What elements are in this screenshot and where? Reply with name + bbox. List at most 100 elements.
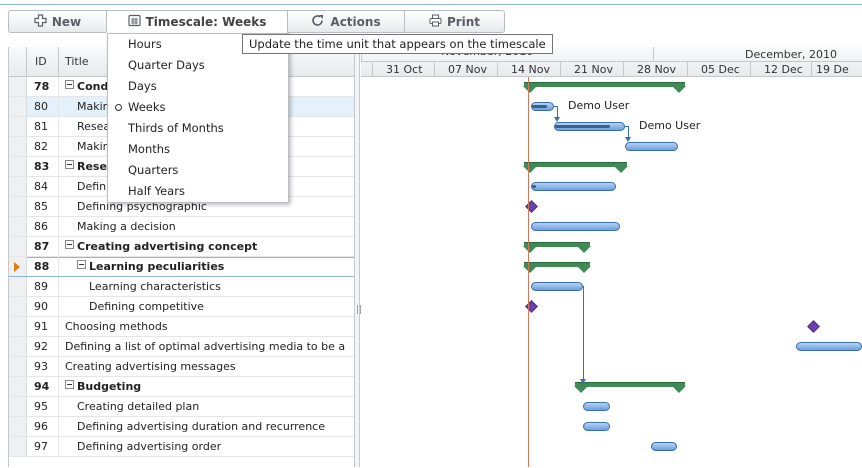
title-cell[interactable]: Defining a list of optimal advertising m… [65,340,345,353]
row-indicator[interactable] [9,197,27,216]
row-indicator[interactable] [9,237,27,256]
column-header-id[interactable]: ID [35,55,47,68]
row-indicator[interactable] [9,297,27,316]
milestone-marker[interactable] [807,320,820,333]
timescale-button[interactable]: Timescale: Weeks [106,10,287,33]
row-title: Defining psychographic [77,200,207,213]
summary-bar[interactable] [523,82,686,93]
dependency-link [625,126,629,127]
print-button[interactable]: Print [404,10,505,33]
timescale-option-half-years[interactable]: Half Years [128,184,185,198]
timescale-option-hours[interactable]: Hours [128,37,162,51]
row-indicator[interactable] [9,397,27,416]
dependency-arrow-icon [554,117,560,122]
timescale-option-days[interactable]: Days [128,79,157,93]
task-progress [532,105,547,108]
refresh-icon [311,14,325,30]
row-indicator[interactable] [9,377,27,396]
today-line [528,77,529,467]
dependency-arrow-icon [625,137,631,142]
title-cell[interactable]: Choosing methods [65,320,168,333]
task-bar[interactable] [531,182,616,191]
task-bar[interactable] [583,402,610,411]
title-cell[interactable]: Budgeting [65,380,141,393]
row-title: Learning peculiarities [89,260,225,273]
pane-splitter[interactable]: || [354,47,362,467]
task-bar[interactable] [625,142,678,151]
row-indicator[interactable] [9,117,27,136]
row-indicator[interactable] [9,217,27,236]
title-cell[interactable]: Learning characteristics [89,280,221,293]
printer-icon [429,14,442,30]
row-indicator[interactable] [9,317,27,336]
title-cell[interactable]: Making a decision [77,220,176,233]
row-indicator[interactable] [9,177,27,196]
collapse-icon[interactable] [65,80,74,89]
summary-bar[interactable] [523,242,591,253]
column-header-title[interactable]: Title [65,55,89,68]
task-bar[interactable] [531,282,583,291]
task-bar[interactable] [651,442,677,451]
row-indicator[interactable] [9,277,27,296]
task-bar[interactable] [554,122,625,131]
timescale-option-thirds-of-months[interactable]: Thirds of Months [128,121,224,135]
title-cell[interactable]: Defining competitive [89,300,204,313]
row-id: 81 [34,120,48,133]
task-bar[interactable] [531,102,554,111]
collapse-icon[interactable] [65,240,74,249]
row-indicator[interactable] [9,417,27,436]
title-cell[interactable]: Defining psychographic [77,200,207,213]
summary-bar[interactable] [523,162,628,173]
title-cell[interactable]: Learning peculiarities [77,260,224,273]
row-indicator[interactable] [9,97,27,116]
timescale-option-quarter-days[interactable]: Quarter Days [128,58,205,72]
dependency-link [554,106,558,107]
title-cell[interactable]: Creating advertising messages [65,360,236,373]
timescale-option-weeks[interactable]: Weeks [128,100,166,114]
task-bar[interactable] [583,422,610,431]
week-label: 28 Nov [637,63,676,76]
week-separator [497,62,498,76]
row-indicator[interactable] [9,437,27,456]
collapse-icon[interactable] [65,380,74,389]
task-bar[interactable] [796,342,862,351]
actions-button[interactable]: Actions [287,10,404,33]
title-cell[interactable]: Creating detailed plan [77,400,199,413]
timescale-option-months[interactable]: Months [128,142,171,156]
resource-label: Demo User [639,119,701,132]
row-id: 82 [34,140,48,153]
row-id: 84 [34,180,48,193]
collapse-icon[interactable] [77,260,86,269]
title-cell[interactable]: Defining advertising duration and recurr… [77,420,325,433]
timescale-option-quarters[interactable]: Quarters [128,163,179,177]
row-indicator[interactable] [9,77,27,96]
summary-bar[interactable] [574,382,686,393]
title-cell[interactable]: Defining advertising order [77,440,221,453]
cell-separator [58,357,59,376]
summary-bar[interactable] [523,262,591,273]
collapse-icon[interactable] [65,160,74,169]
row-indicator[interactable] [9,137,27,156]
task-bar[interactable] [531,222,620,231]
week-separator [811,62,812,76]
row-indicator[interactable] [9,157,27,176]
week-label: 05 Dec [701,63,740,76]
row-indicator[interactable] [9,357,27,376]
row-indicator[interactable] [9,337,27,356]
row-indicator[interactable] [9,257,27,276]
new-button[interactable]: New [8,10,106,33]
title-cell[interactable]: Creating advertising concept [65,240,257,253]
